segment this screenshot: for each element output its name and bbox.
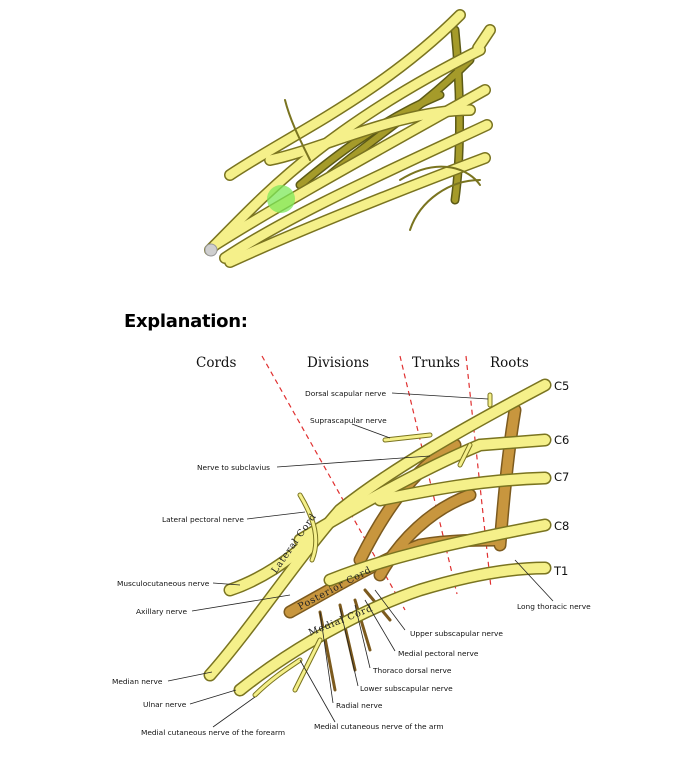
divider-lines <box>261 355 492 611</box>
col-divisions: Divisions <box>307 355 369 371</box>
root-c7: C7 <box>554 470 569 484</box>
leader-lines <box>167 392 554 728</box>
label-lateral-pectoral: Lateral pectoral nerve <box>162 515 244 524</box>
label-medial-cut-forearm: Medial cutaneous nerve of the forearm <box>141 728 285 737</box>
label-dorsal-scapular: Dorsal scapular nerve <box>305 389 386 398</box>
label-long-thoracic: Long thoracic nerve <box>517 602 591 611</box>
root-t1: T1 <box>553 564 568 578</box>
col-roots: Roots <box>490 355 529 371</box>
end-dot <box>204 243 218 257</box>
label-axillary: Axillary nerve <box>136 607 188 616</box>
label-medial-pectoral: Medial pectoral nerve <box>398 649 479 658</box>
label-suprascapular: Suprascapular nerve <box>310 416 387 425</box>
label-thoracodorsal: Thoraco dorsal nerve <box>372 666 452 675</box>
label-upper-subscapular: Upper subscapular nerve <box>410 629 503 638</box>
root-c6: C6 <box>554 433 569 447</box>
question-diagram <box>204 9 496 268</box>
label-medial-cut-arm: Medial cutaneous nerve of the arm <box>314 722 444 731</box>
label-ulnar: Ulnar nerve <box>143 700 187 709</box>
label-median: Median nerve <box>112 677 163 686</box>
col-trunks: Trunks <box>412 355 460 371</box>
label-musculocutaneous: Musculocutaneous nerve <box>117 579 210 588</box>
col-cords: Cords <box>196 355 237 371</box>
label-radial: Radial nerve <box>336 701 383 710</box>
explanation-heading: Explanation: <box>124 311 248 332</box>
highlight-marker[interactable] <box>267 185 295 213</box>
root-c8: C8 <box>554 519 569 533</box>
label-subclavius: Nerve to subclavius <box>197 463 270 472</box>
question-nerves <box>204 9 496 268</box>
label-lower-subscapular: Lower subscapular nerve <box>360 684 453 693</box>
yellow-nerves <box>203 378 552 698</box>
root-c5: C5 <box>554 379 569 393</box>
